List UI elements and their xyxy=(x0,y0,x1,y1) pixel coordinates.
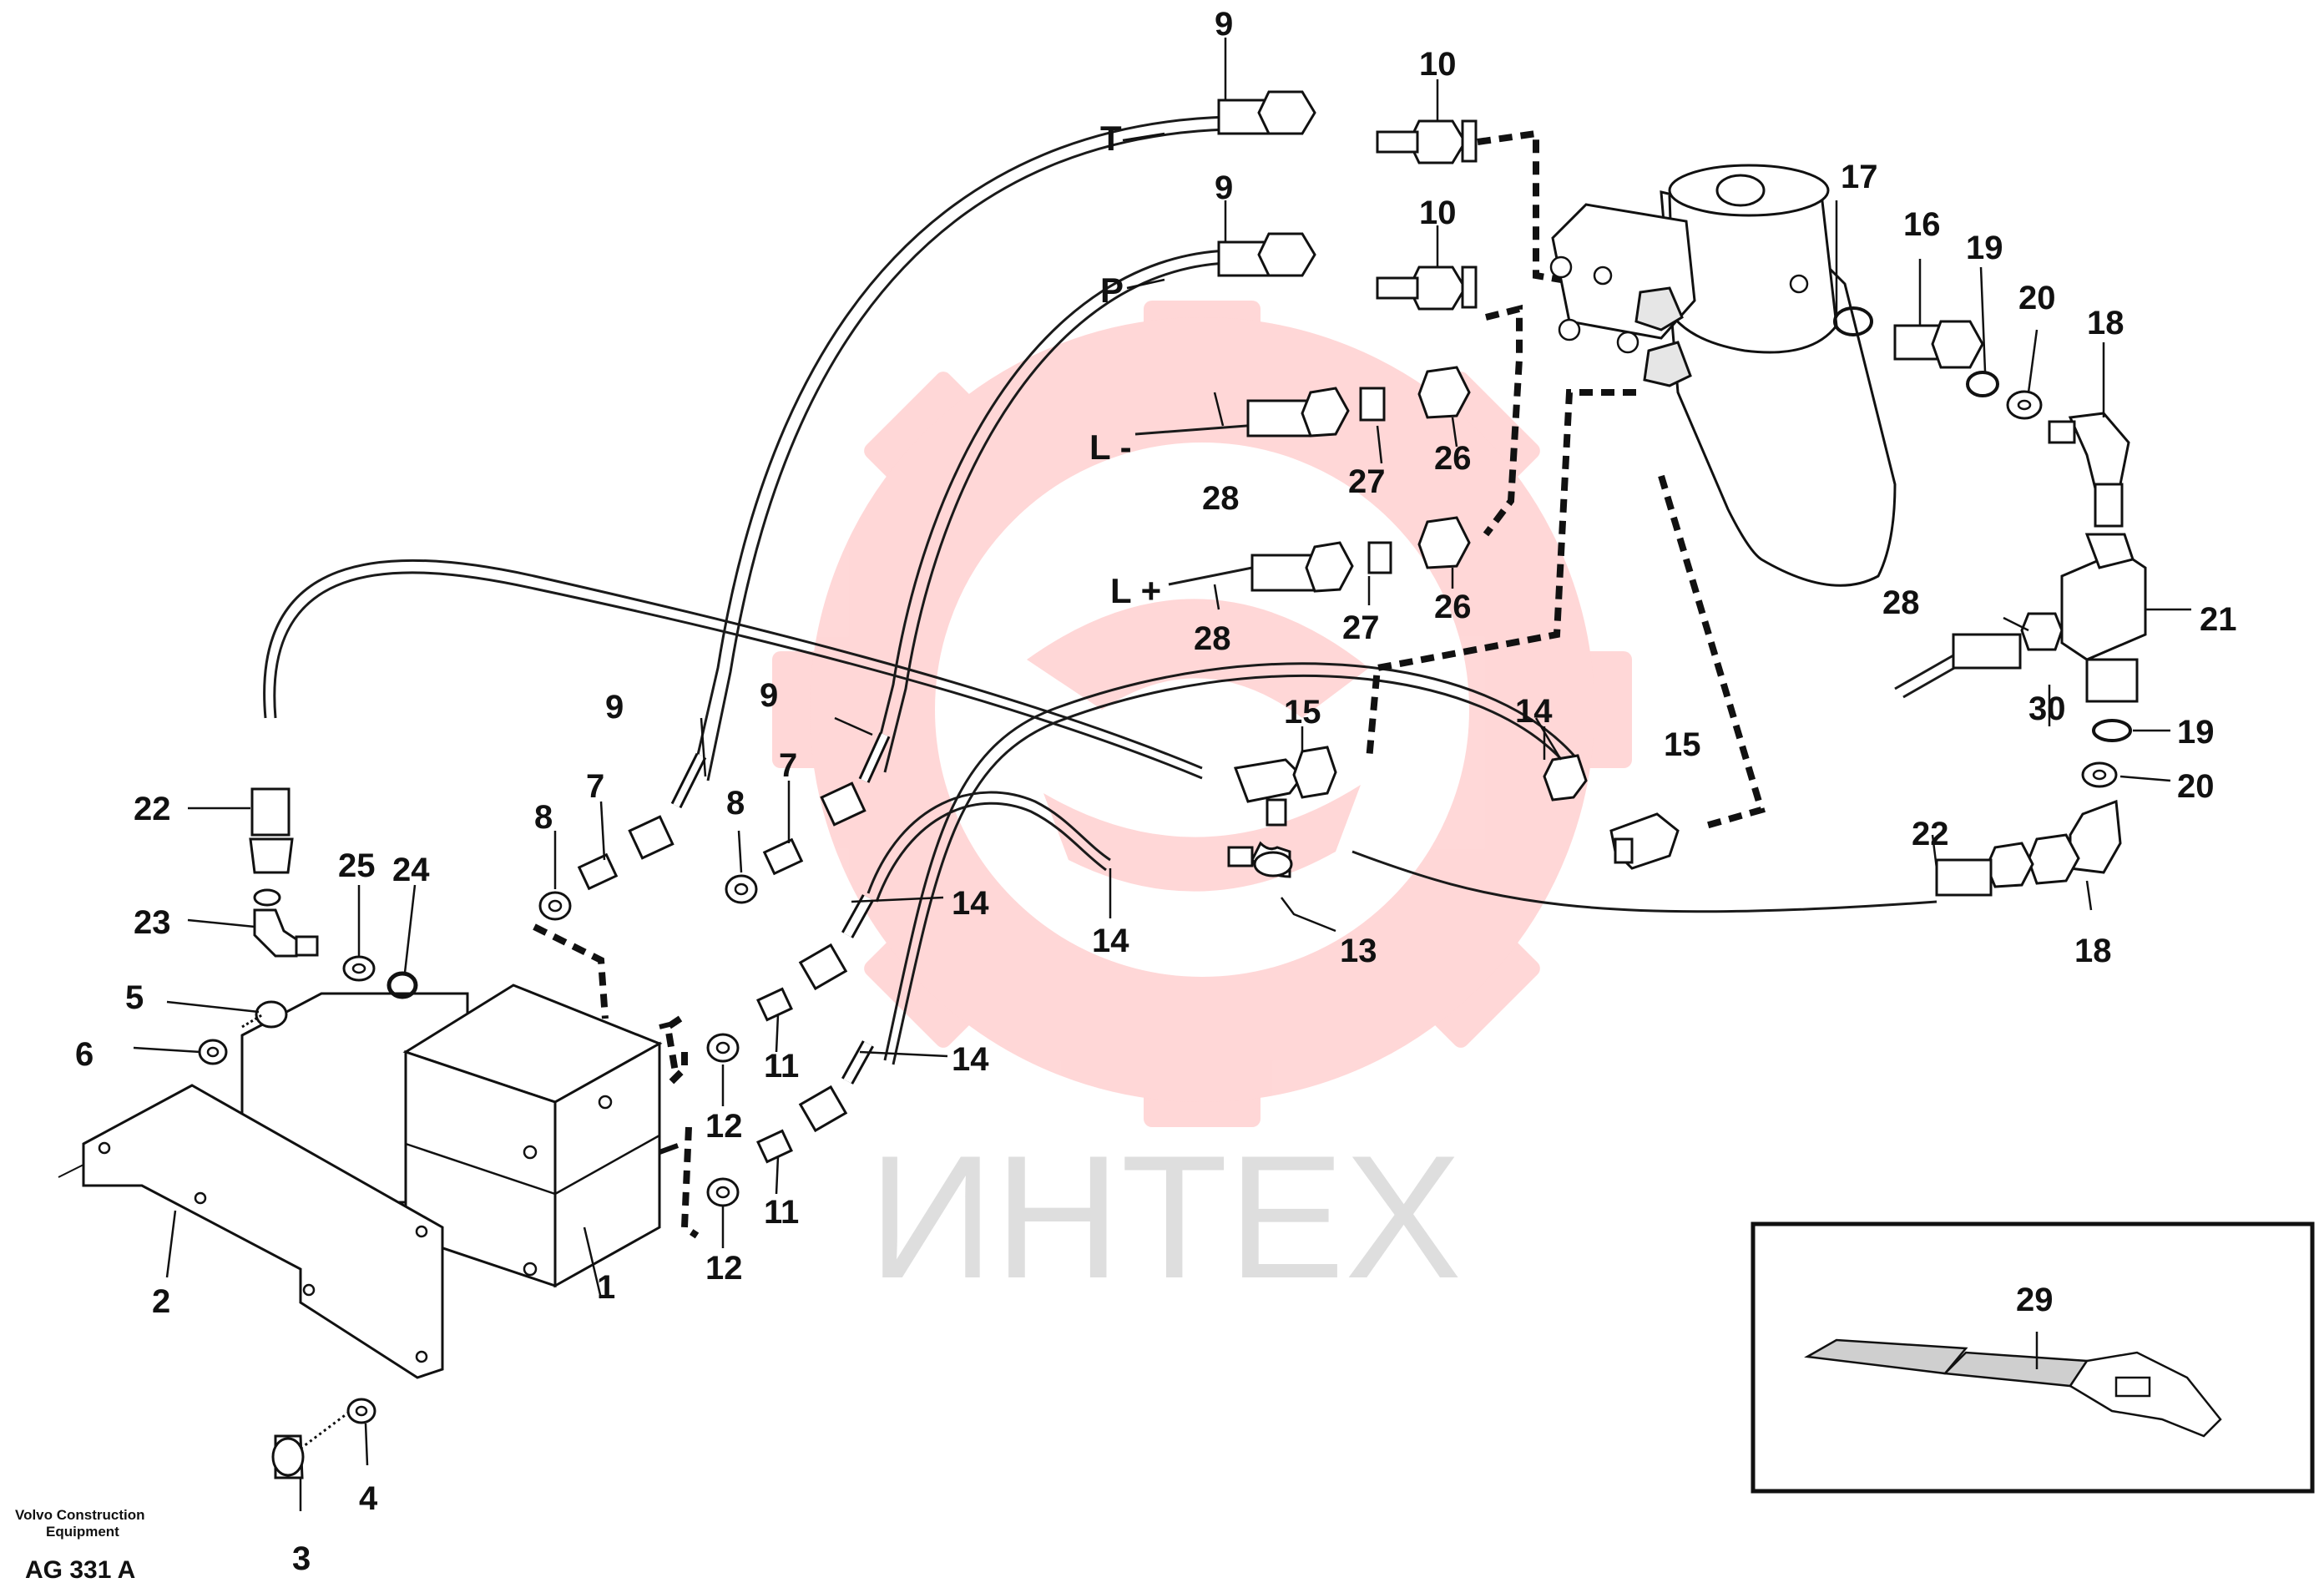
callout-numbers: 1 2 3 4 5 6 7 7 8 8 9 9 9 9 10 10 11 11 … xyxy=(75,6,2237,1577)
port-label-l-plus: L + xyxy=(1110,571,1161,610)
hose-fitting-22-left xyxy=(249,787,294,874)
callout-28b: 28 xyxy=(1194,620,1231,657)
callout-14c: 14 xyxy=(1092,923,1129,959)
callout-14b: 14 xyxy=(952,1041,989,1078)
mounting-plate-2 xyxy=(58,1084,444,1379)
footer-credits: Volvo Construction Equipment AG 331 A xyxy=(15,1507,145,1584)
callout-10b: 10 xyxy=(1419,195,1457,231)
valve-block-1 xyxy=(240,984,680,1288)
callout-28a: 28 xyxy=(1202,480,1240,517)
callout-16: 16 xyxy=(1903,206,1941,243)
callout-20a: 20 xyxy=(2018,280,2056,316)
callout-1: 1 xyxy=(597,1269,615,1306)
callout-19b: 19 xyxy=(2177,714,2215,751)
callout-7b: 7 xyxy=(779,747,797,784)
callout-15a: 15 xyxy=(1284,694,1321,731)
callout-26a: 26 xyxy=(1434,440,1472,477)
o-ring-24 xyxy=(386,971,418,999)
callout-24: 24 xyxy=(392,852,430,888)
callout-26b: 26 xyxy=(1434,589,1472,625)
leader-lines xyxy=(133,38,2191,1511)
callout-9b: 9 xyxy=(1215,169,1233,206)
port-labels: T P L - L + xyxy=(1089,119,1165,610)
port-label-p: P xyxy=(1100,271,1124,310)
callout-30: 30 xyxy=(2028,690,2066,727)
callout-9a: 9 xyxy=(1215,6,1233,43)
callout-27b: 27 xyxy=(1342,609,1380,646)
callout-4: 4 xyxy=(359,1480,378,1517)
callout-27a: 27 xyxy=(1348,463,1386,500)
credit-line-2: Equipment xyxy=(46,1524,119,1540)
callout-8a: 8 xyxy=(534,799,553,836)
callout-2: 2 xyxy=(152,1283,170,1320)
callout-13: 13 xyxy=(1340,933,1377,969)
fittings-left-column xyxy=(538,732,891,1207)
callout-15b: 15 xyxy=(1664,726,1701,763)
right-assembly xyxy=(1833,306,2147,897)
drawing-code: AG 331 A xyxy=(25,1556,135,1584)
screw-5 xyxy=(241,1000,288,1029)
callout-3: 3 xyxy=(292,1540,311,1577)
callout-8b: 8 xyxy=(726,785,745,822)
callout-9c: 9 xyxy=(605,689,624,726)
washer-6 xyxy=(198,1039,228,1065)
fittings-top xyxy=(1217,90,1478,311)
washer-25 xyxy=(342,955,376,982)
hose-lines xyxy=(263,115,1963,1065)
callout-21: 21 xyxy=(2200,601,2237,638)
callout-22a: 22 xyxy=(134,791,171,827)
callout-29: 29 xyxy=(2016,1282,2054,1318)
port-label-l-minus: L - xyxy=(1089,427,1132,467)
port-label-t: T xyxy=(1100,119,1122,158)
callout-23: 23 xyxy=(134,904,171,941)
callout-22b: 22 xyxy=(1912,816,1949,852)
callout-18b: 18 xyxy=(2074,933,2112,969)
callout-5: 5 xyxy=(125,979,144,1016)
callout-19a: 19 xyxy=(1966,230,2003,266)
fittings-l xyxy=(1246,366,1471,593)
elbow-23 xyxy=(253,888,319,958)
callout-12b: 12 xyxy=(705,1250,743,1287)
callout-28c: 28 xyxy=(1882,584,1920,621)
callout-10a: 10 xyxy=(1419,46,1457,83)
callout-14a: 14 xyxy=(952,885,989,922)
bolt-3 xyxy=(271,1409,351,1479)
steering-valve-tank xyxy=(1549,164,1897,587)
credit-line-1: Volvo Construction xyxy=(15,1507,145,1523)
callout-6: 6 xyxy=(75,1036,93,1073)
callout-11b: 11 xyxy=(764,1194,799,1231)
callout-20b: 20 xyxy=(2177,768,2215,805)
callout-7a: 7 xyxy=(586,768,604,805)
washer-4 xyxy=(346,1398,376,1424)
callout-12a: 12 xyxy=(705,1108,743,1145)
callout-18a: 18 xyxy=(2087,305,2124,341)
callout-9d: 9 xyxy=(760,677,778,714)
callout-14d: 14 xyxy=(1515,693,1553,730)
callout-11a: 11 xyxy=(764,1048,799,1085)
inset-box xyxy=(1751,1221,2315,1494)
callout-25: 25 xyxy=(338,847,376,884)
fittings-middle xyxy=(1227,746,1680,878)
callout-17: 17 xyxy=(1841,159,1878,195)
watermark-gear-logo xyxy=(772,301,1632,1127)
watermark-text: ИНТЕХ xyxy=(868,1119,1462,1315)
